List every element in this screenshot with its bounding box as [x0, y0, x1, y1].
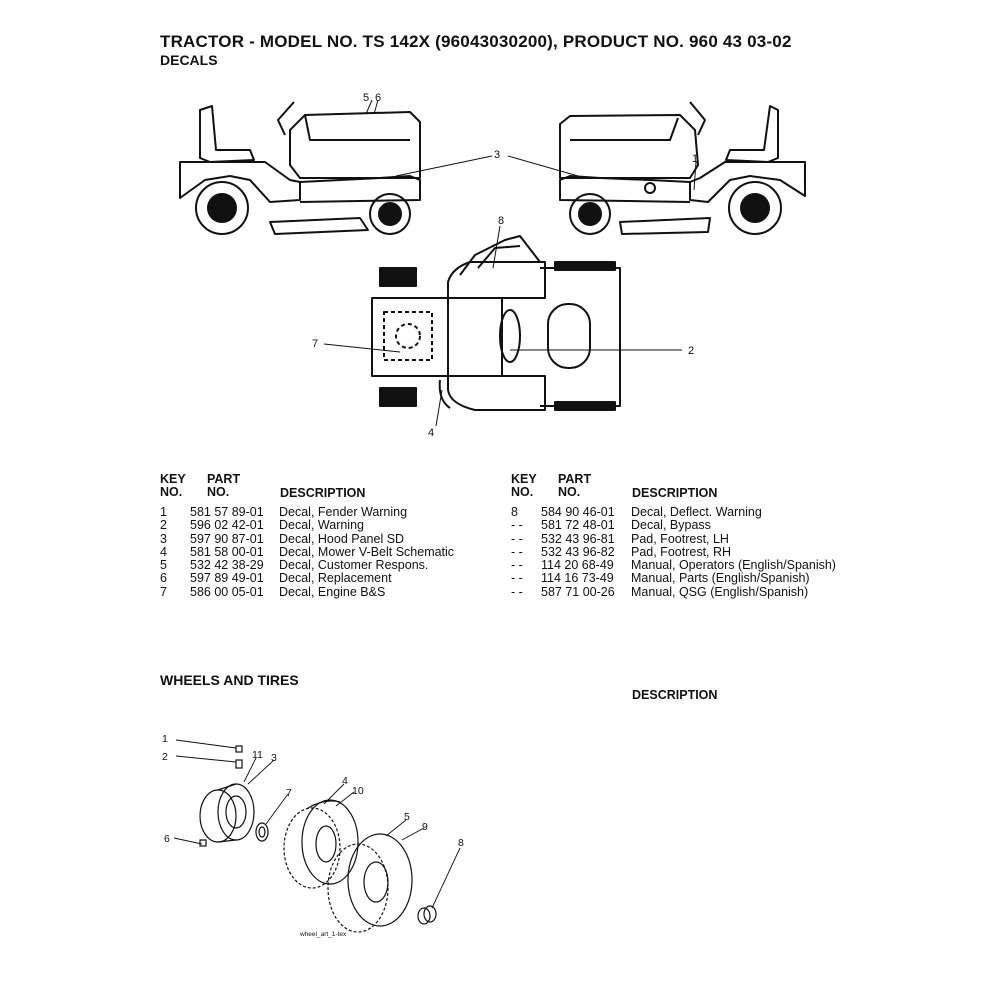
cell-part: 532 43 96-81: [541, 531, 615, 546]
cell-desc: Manual, Operators (English/Spanish): [631, 558, 836, 573]
wheel-callout-3: 3: [271, 752, 277, 764]
cell-desc: Decal, Deflect. Warning: [631, 505, 762, 519]
cell-part: 597 90 87-01: [190, 531, 264, 546]
cell-key: - -: [511, 558, 523, 573]
table-row: 2 596 02 42-01 Decal, Warning: [160, 518, 490, 533]
table-row: 1 581 57 89-01 Decal, Fender Warning: [160, 505, 490, 519]
cell-desc: Decal, Bypass: [631, 518, 711, 533]
cell-desc: Decal, Engine B&S: [279, 584, 386, 599]
cell-desc: Manual, Parts (English/Spanish): [631, 571, 810, 586]
cell-part: 114 16 73-49: [541, 571, 614, 586]
cell-desc: Decal, Customer Respons.: [279, 558, 429, 573]
cell-key: 2: [160, 518, 167, 533]
wheel-callout-9: 9: [422, 821, 428, 833]
tractor-left-view: [179, 101, 421, 235]
wheel-art-label: wheel_art_1-tex: [299, 931, 347, 938]
wheel-callout-10: 10: [352, 785, 364, 797]
table-row: 6 597 89 49-01 Decal, Replacement: [160, 571, 490, 586]
section-title-decals: DECALS: [160, 52, 218, 68]
cell-key: 6: [160, 571, 167, 586]
wheel-callout-6: 6: [164, 833, 170, 845]
callout-7: 7: [312, 338, 318, 350]
cell-part: 586 00 05-01: [190, 584, 264, 599]
cell-key: - -: [511, 544, 523, 559]
cell-key: 8: [511, 505, 518, 519]
header-description: DESCRIPTION: [632, 486, 718, 500]
callout-4: 4: [428, 427, 434, 439]
table-row: 7 586 00 05-01 Decal, Engine B&S: [160, 584, 490, 599]
decals-diagram: 5 6 3 1 8 7 2 4: [179, 92, 806, 439]
wheel-callout-2: 2: [162, 751, 168, 763]
cell-desc: Decal, Warning: [279, 518, 364, 533]
cell-desc: Manual, QSG (English/Spanish): [631, 584, 809, 599]
cell-desc: Decal, Fender Warning: [279, 505, 408, 519]
table-row: 5 532 42 38-29 Decal, Customer Respons.: [160, 558, 490, 573]
cell-key: 3: [160, 531, 167, 546]
wheels-description-header: DESCRIPTION: [632, 688, 718, 702]
callout-3: 3: [494, 149, 500, 161]
cell-part: 114 20 68-49: [541, 558, 614, 573]
section-title-wheels: WHEELS AND TIRES: [160, 672, 299, 688]
bolt-icon: [235, 745, 243, 753]
callout-2: 2: [688, 345, 694, 357]
callout-8: 8: [498, 215, 504, 227]
tractor-right-view: [559, 101, 806, 235]
table-row: 4 581 58 00-01 Decal, Mower V-Belt Schemat…: [160, 544, 490, 559]
callout-6: 6: [375, 92, 381, 104]
table-row: 8 584 90 46-01 Decal, Deflect. Warning: [511, 505, 851, 519]
cell-key: 4: [160, 544, 167, 559]
cell-part: 581 58 00-01: [190, 544, 264, 559]
cell-key: 5: [160, 558, 167, 573]
cell-part: 584 90 46-01: [541, 505, 615, 519]
cell-key: - -: [511, 531, 523, 546]
cell-desc: Decal, Hood Panel SD: [279, 531, 405, 546]
cell-part: 581 57 89-01: [190, 505, 264, 519]
cell-part: 581 72 48-01: [541, 518, 615, 533]
cell-part: 532 43 96-82: [541, 544, 615, 559]
table-row: - - 532 43 96-81 Pad, Footrest, LH: [511, 531, 851, 546]
cell-desc: Decal, Mower V-Belt Schematic: [279, 544, 455, 559]
cell-part: 532 42 38-29: [190, 558, 264, 573]
header-description: DESCRIPTION: [280, 486, 366, 500]
callout-1: 1: [692, 153, 698, 165]
wheels-diagram: 1 2 11 3 7 6 4 10 5 9 8 wheel_art_1-tex: [162, 733, 464, 938]
wheel-callout-1: 1: [162, 733, 168, 745]
cell-key: - -: [511, 584, 523, 599]
cell-key: - -: [511, 571, 523, 586]
wheel-callout-5: 5: [404, 811, 410, 823]
cell-part: 596 02 42-01: [190, 518, 264, 533]
page-title: TRACTOR - MODEL NO. TS 142X (96043030200…: [160, 32, 792, 51]
cell-part: 587 71 00-26: [541, 584, 615, 599]
table-row: - - 532 43 96-82 Pad, Footrest, RH: [511, 544, 851, 559]
table-row: - - 114 16 73-49 Manual, Parts (English/Sp…: [511, 571, 851, 586]
cell-desc: Pad, Footrest, LH: [631, 531, 729, 546]
table-row: - - 114 20 68-49 Manual, Operators (Englis…: [511, 558, 851, 573]
callout-5: 5: [363, 92, 369, 104]
cell-key: - -: [511, 518, 523, 533]
wheel-callout-4: 4: [342, 775, 348, 787]
cell-part: 597 89 49-01: [190, 571, 264, 586]
table-row: - - 581 72 48-01 Decal, Bypass: [511, 518, 851, 533]
cell-desc: Pad, Footrest, RH: [631, 544, 732, 559]
table-row: - - 587 71 00-26 Manual, QSG (English/Span…: [511, 584, 851, 599]
cell-key: 1: [160, 505, 167, 519]
wheel-callout-7: 7: [286, 787, 292, 799]
table-row: 3 597 90 87-01 Decal, Hood Panel SD: [160, 531, 490, 546]
tractor-top-view: [371, 235, 621, 411]
wheel-callout-8: 8: [458, 837, 464, 849]
cell-key: 7: [160, 584, 167, 599]
cell-desc: Decal, Replacement: [279, 571, 392, 586]
nut-icon: [235, 759, 243, 769]
wheel-callout-11: 11: [252, 749, 263, 761]
